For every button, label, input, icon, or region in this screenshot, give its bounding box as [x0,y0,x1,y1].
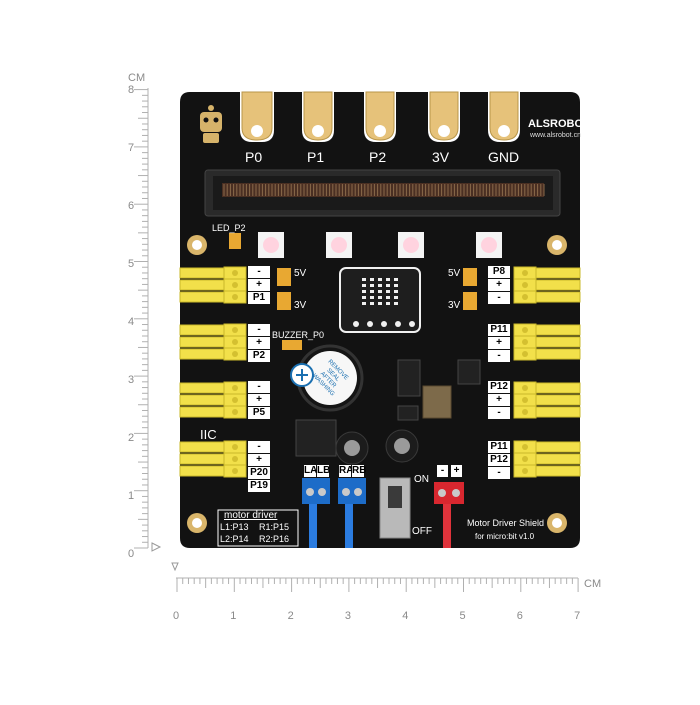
product-subtitle: for micro:bit v1.0 [475,532,535,541]
horizontal-ruler-arrow [171,562,179,572]
vertical-ruler-arrow [151,542,162,552]
left-port-label: + [248,454,270,466]
left-port-label: P1 [248,292,270,304]
edge-pin-gnd: GND [488,149,520,165]
left-port-label: + [248,279,270,291]
right-port-label: - [488,350,510,362]
buzzer [290,344,364,412]
power-terminal [434,482,464,548]
edge-pin-p1: P1 [307,149,325,165]
product-name: Motor Driver Shield [467,518,545,528]
capacitors [335,429,419,465]
left-port-label: - [248,266,270,278]
motor-row-r1: R1:P15 [259,522,290,532]
right-port-label: + [488,279,510,291]
right-port-label: - [488,292,510,304]
vertical-ruler-number: 8 [128,84,135,96]
left-port-label: + [248,337,270,349]
motor-driver-title: motor driver [224,510,278,521]
right-port-label: P12 [488,381,510,393]
voltage-5v-right: 5V [448,268,461,279]
power-switch [379,477,411,539]
motor-row-l2: L2:P14 [220,534,249,544]
vertical-ruler-number: 7 [128,142,135,154]
vertical-ruler-number: 5 [128,258,135,270]
right-servo-connectors [513,266,581,478]
horizontal-ruler-unit: CM [584,578,602,590]
horizontal-ruler [176,577,579,592]
right-port-label: + [488,394,510,406]
motor-port-ra: RA [339,465,354,477]
left-port-label: P19 [248,480,270,492]
vertical-ruler-number: 4 [128,316,135,328]
motor-port-la: LA [304,465,318,477]
horizontal-ruler-number: 6 [516,610,523,622]
edge-pin-p2: P2 [369,149,387,165]
right-port-label: P11 [488,441,510,453]
vertical-ruler-number: 0 [128,548,135,560]
left-servo-connectors [179,266,247,478]
left-port-label: - [248,441,270,453]
rgb-leds [258,232,502,258]
vertical-ruler-number: 2 [128,432,135,444]
microbit-silhouette [339,267,421,333]
edge-pin-p0: P0 [245,149,263,165]
right-port-label: - [488,407,510,419]
voltage-3v-left: 3V [294,300,307,311]
left-port-label: P5 [248,407,270,419]
voltage-3v-right: 3V [448,300,461,311]
power-terminal-plus: + [451,465,462,477]
vertical-ruler-number: 6 [128,200,135,212]
horizontal-ruler-number: 1 [230,610,237,622]
left-port-label: P2 [248,350,270,362]
right-port-label: + [488,337,510,349]
led-label: LED_P2 [212,223,246,233]
motor-terminals [302,478,366,548]
robot-logo [200,105,222,143]
iic-label: IIC [200,427,217,442]
vertical-ruler-number: 1 [128,490,135,502]
horizontal-ruler-number: 3 [344,610,352,622]
horizontal-ruler-number: 2 [287,610,294,622]
left-port-label: - [248,324,270,336]
edge-pin-3v: 3V [432,149,450,165]
edge-connector-slot [204,169,561,217]
power-terminal-minus: - [437,465,448,477]
voltage-5v-left: 5V [294,268,307,279]
motor-port-lb: LB [317,465,331,477]
horizontal-ruler-number: 5 [459,610,466,622]
left-port-label: P20 [248,467,270,479]
left-port-label: - [248,381,270,393]
vertical-ruler [118,88,150,550]
horizontal-ruler-number: 7 [574,610,581,622]
pcb-board [179,91,581,548]
right-port-label: P12 [488,454,510,466]
brand-label: ALSROBOT [528,118,590,130]
power-on-label: ON [414,474,429,485]
left-port-label: + [248,394,270,406]
motor-row-r2: R2:P16 [259,534,290,544]
right-port-label: - [488,467,510,479]
buzzer-label: BUZZER_P0 [272,330,325,340]
horizontal-ruler-number: 4 [402,610,409,622]
power-off-label: OFF [412,526,432,537]
right-port-label: P11 [488,324,510,336]
horizontal-ruler-number: 0 [173,610,180,622]
motor-row-l1: L1:P13 [220,522,249,532]
motor-port-rb: RB [352,465,367,477]
website-label: www.alsrobot.cn [530,132,581,139]
vertical-ruler-number: 3 [128,374,135,386]
vertical-ruler-unit: CM [128,72,146,84]
right-port-label: P8 [488,266,510,278]
